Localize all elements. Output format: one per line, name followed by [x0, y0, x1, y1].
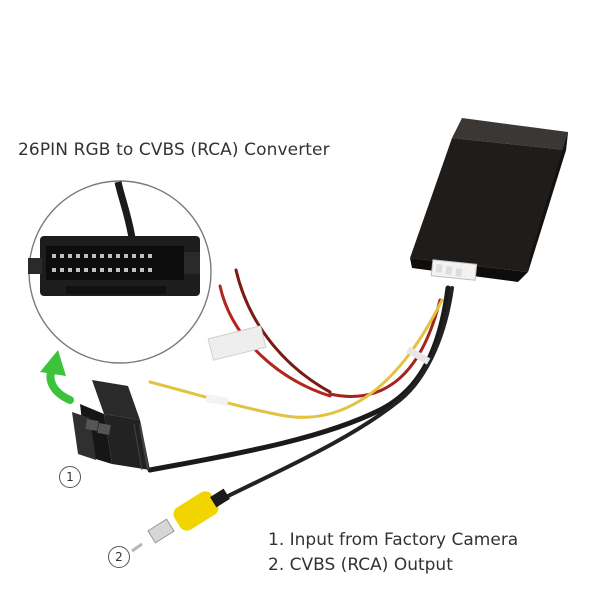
callout-number-2: 2 [108, 546, 130, 568]
connector-closeup [28, 180, 212, 364]
wire-bundle [147, 268, 454, 502]
26-pin-connector [72, 380, 150, 471]
product-title: 26PIN RGB to CVBS (RCA) Converter [18, 140, 330, 160]
green-curved-arrow-icon [40, 350, 74, 404]
converter-module-box [410, 118, 568, 282]
rca-plug [131, 488, 230, 553]
legend-item-2: 2. CVBS (RCA) Output [268, 555, 453, 575]
legend-item-1: 1. Input from Factory Camera [268, 530, 519, 550]
callout-number-1: 1 [59, 466, 81, 488]
legend: 1. Input from Factory Camera 2. CVBS (RC… [268, 528, 518, 578]
